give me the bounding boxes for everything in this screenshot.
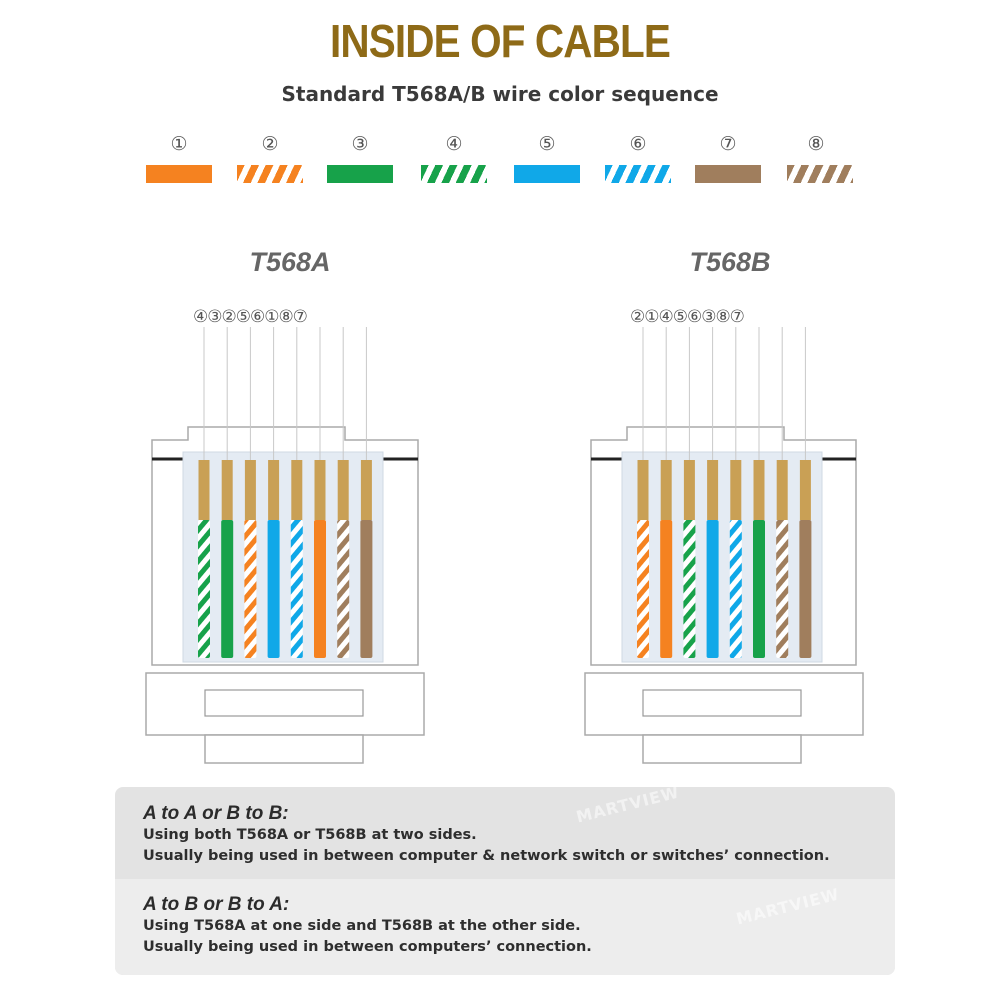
legend-swatch-7 — [695, 165, 761, 183]
legend-number-1: ① — [170, 133, 188, 155]
t568a-pin-sequence: ④③②⑤⑥①⑧⑦ — [193, 307, 308, 327]
t568b-contact-8 — [799, 460, 811, 520]
t568a-wire-8 — [360, 520, 373, 658]
cross-standard-line-1: Using T568A at one side and T568B at the… — [143, 918, 581, 934]
legend-swatch-4 — [421, 165, 487, 183]
t568a-connector — [145, 426, 425, 764]
t568b-contact-5 — [730, 460, 742, 520]
t568b-pin-sequence: ②①④⑤⑥③⑧⑦ — [630, 307, 745, 327]
cross-standard-block: A to B or B to A: Using T568A at one sid… — [143, 894, 895, 958]
t568a-wire-5 — [290, 520, 303, 658]
t568b-contact-2 — [660, 460, 672, 520]
t568a-wire-2 — [221, 520, 234, 658]
t568a-wire-4 — [267, 520, 280, 658]
legend-number-5: ⑤ — [538, 133, 556, 155]
t568a-wire-3 — [244, 520, 257, 658]
legend-number-6: ⑥ — [629, 133, 647, 155]
t568b-title: T568B — [689, 247, 771, 277]
t568b-contact-6 — [753, 460, 765, 520]
legend-swatch-6 — [605, 165, 671, 183]
t568b-contact-7 — [776, 460, 788, 520]
t568a-wire-1 — [198, 520, 210, 658]
t568a-contact-8 — [360, 460, 372, 520]
same-standard-line-1: Using both T568A or T568B at two sides. — [143, 827, 477, 843]
main-title: INSIDE OF CABLE — [330, 15, 671, 67]
t568b-wire-3 — [683, 520, 696, 658]
t568b-wires — [637, 460, 812, 658]
t568b-wire-8 — [799, 520, 812, 658]
t568a-contact-5 — [291, 460, 303, 520]
info-panel: A to A or B to B: Using both T568A or T5… — [115, 787, 895, 975]
t568b-contact-1 — [637, 460, 649, 520]
t568b-wire-6 — [753, 520, 765, 658]
t568a-pin-lines — [203, 327, 367, 462]
t568a-title: T568A — [249, 247, 331, 277]
same-standard-heading: A to A or B to B: — [143, 803, 289, 824]
t568b-pin-lines — [642, 327, 806, 462]
cross-standard-line-2: Usually being used in between computers’… — [143, 939, 592, 955]
legend-swatch-3 — [327, 165, 393, 183]
t568a-contact-6 — [314, 460, 326, 520]
t568a-contact-3 — [244, 460, 256, 520]
cross-standard-heading: A to B or B to A: — [143, 894, 290, 915]
t568a-contact-2 — [221, 460, 233, 520]
t568b-wire-4 — [706, 520, 719, 658]
t568a-contact-4 — [268, 460, 280, 520]
t568a-wire-7 — [337, 520, 350, 658]
t568b-wire-5 — [729, 520, 742, 658]
connector-diagram — [145, 327, 864, 764]
t568b-wire-2 — [660, 520, 673, 658]
same-standard-line-2: Usually being used in between computer &… — [143, 848, 830, 864]
legend-number-8: ⑧ — [807, 133, 825, 155]
legend-swatch-8 — [787, 165, 853, 183]
legend-number-3: ③ — [351, 133, 369, 155]
legend-number-4: ④ — [445, 133, 463, 155]
info-panel-lower-band — [115, 879, 895, 975]
t568a-contact-7 — [337, 460, 349, 520]
t568a-wires — [198, 460, 373, 658]
t568b-wire-7 — [776, 520, 789, 658]
t568a-contact-1 — [198, 460, 210, 520]
legend-number-2: ② — [261, 133, 279, 155]
legend-swatch-2 — [237, 165, 303, 183]
legend-number-7: ⑦ — [719, 133, 737, 155]
legend-swatch-5 — [514, 165, 580, 183]
subtitle: Standard T568A/B wire color sequence — [281, 82, 719, 106]
t568b-contact-3 — [683, 460, 695, 520]
t568b-connector — [584, 426, 864, 764]
t568b-wire-1 — [637, 520, 649, 658]
legend-swatch-1 — [146, 165, 212, 183]
t568a-wire-6 — [314, 520, 326, 658]
same-standard-block: A to A or B to B: Using both T568A or T5… — [143, 803, 895, 867]
t568b-contact-4 — [707, 460, 719, 520]
